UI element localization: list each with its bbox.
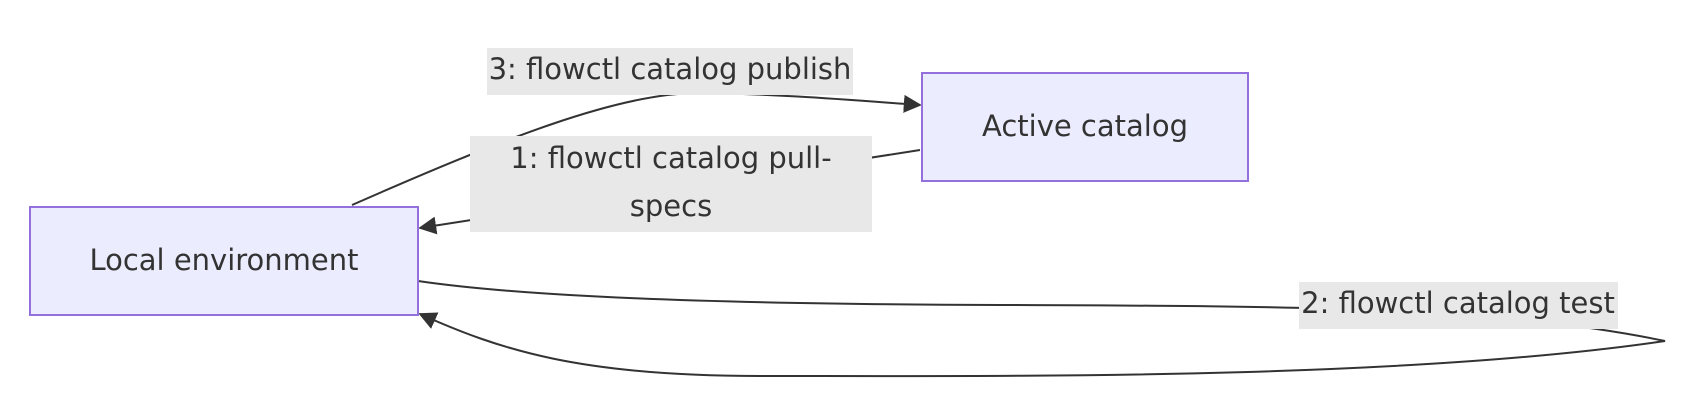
node-local-environment-label: Local environment: [89, 243, 358, 277]
node-active-catalog-label: Active catalog: [982, 109, 1188, 143]
edge-label-pull-line2: specs: [630, 189, 712, 223]
node-local-environment-box: [29, 206, 419, 316]
edge-label-publish-text: 3: flowctl catalog publish: [489, 52, 852, 86]
edge-label-pull: 1: flowctl catalog pull- specs: [470, 136, 872, 232]
edge-label-test: 2: flowctl catalog test: [1299, 282, 1618, 329]
edge-label-pull-bg: [470, 136, 872, 232]
edge-test: [417, 280, 1666, 378]
node-active-catalog-box: [921, 72, 1249, 182]
edge-label-test-text: 2: flowctl catalog test: [1301, 286, 1615, 320]
node-local-environment[interactable]: Local environment: [29, 206, 419, 316]
edge-label-publish-bg: [487, 48, 853, 95]
edge-label-test-bg: [1299, 282, 1618, 329]
node-active-catalog[interactable]: Active catalog: [921, 72, 1249, 182]
edge-label-publish: 3: flowctl catalog publish: [487, 48, 853, 95]
edge-label-pull-line1: 1: flowctl catalog pull-: [510, 141, 831, 175]
